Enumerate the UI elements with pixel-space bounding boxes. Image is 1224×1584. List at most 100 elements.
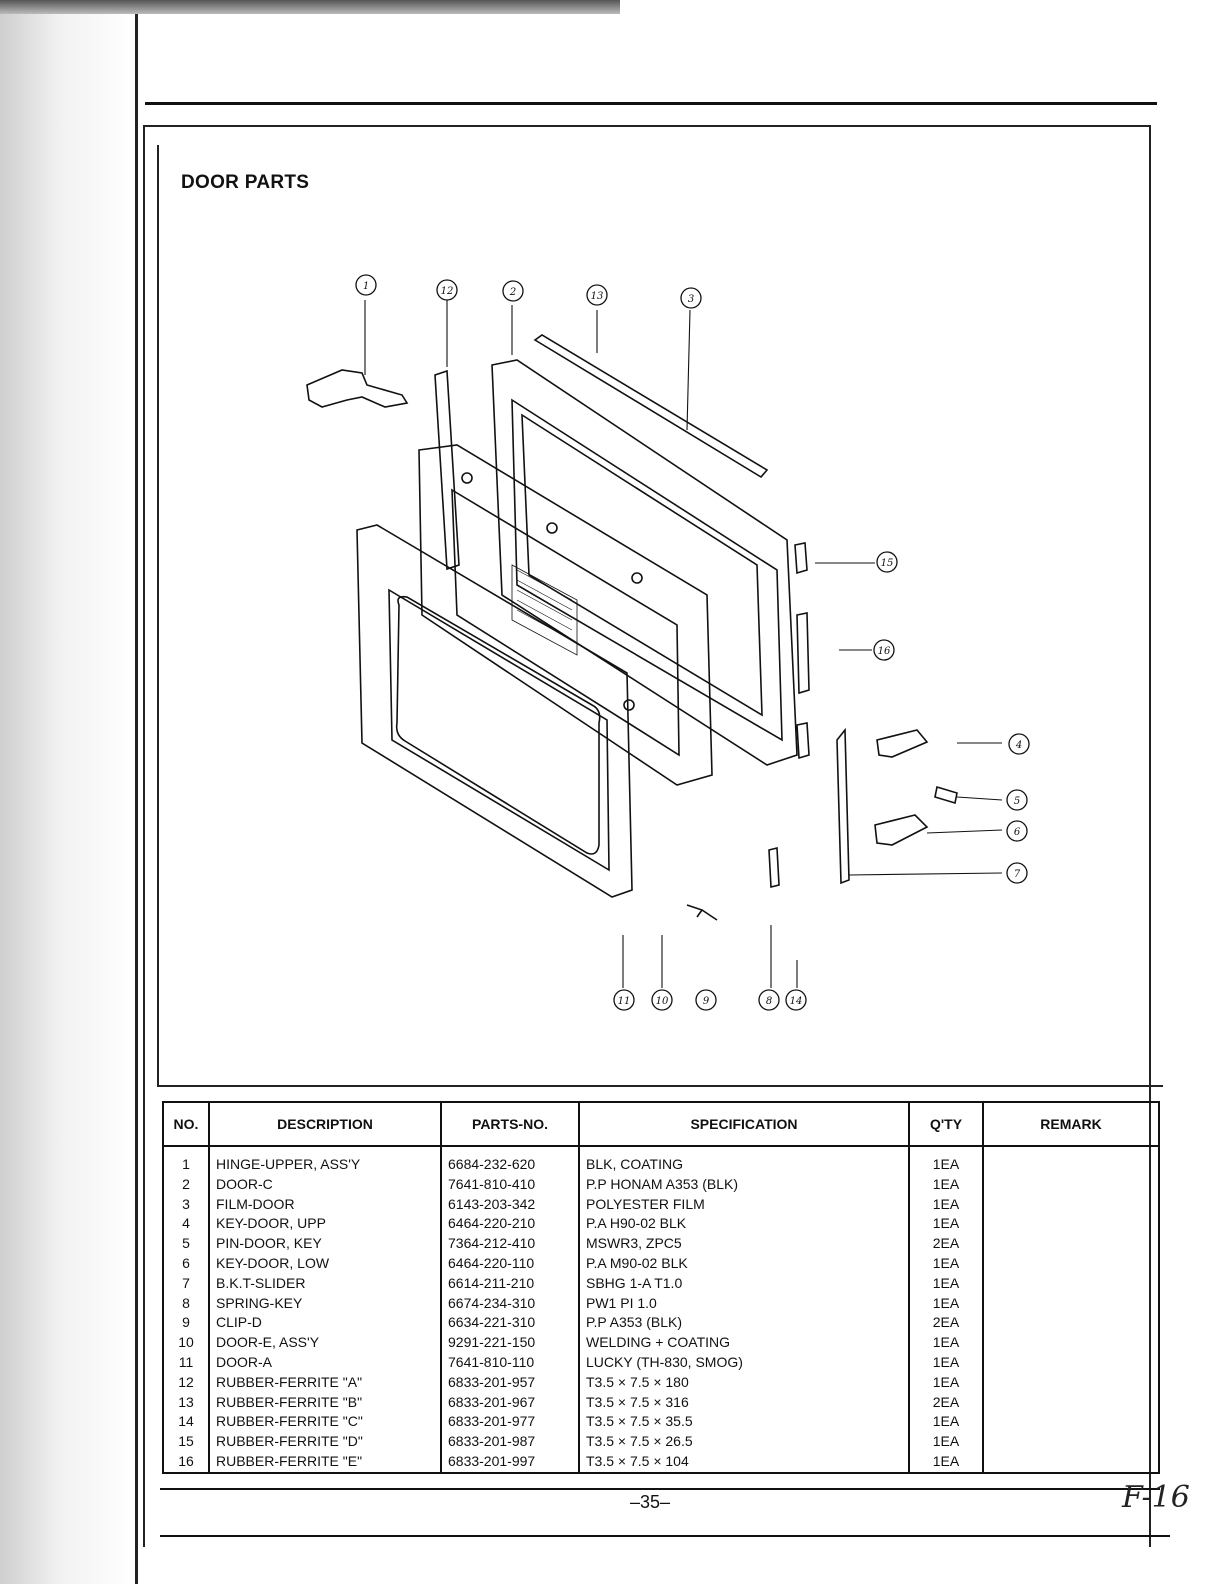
row-description: KEY-DOOR, LOW — [216, 1254, 330, 1271]
callout-15: 15 — [876, 551, 898, 573]
row-no: 14 — [178, 1413, 194, 1430]
row-qty: 1EA — [932, 1274, 960, 1291]
row-specification: WELDING + COATING — [586, 1334, 731, 1351]
row-qty: 1EA — [932, 1156, 960, 1172]
table-header-row: NO. DESCRIPTION PARTS-NO. SPECIFICATION … — [162, 1101, 1160, 1147]
row-specification: T3.5 × 7.5 × 104 — [586, 1452, 689, 1469]
key-door-upper-part — [876, 729, 929, 758]
row-specification: P.A H90-02 BLK — [586, 1215, 687, 1232]
svg-text:12: 12 — [441, 286, 454, 297]
row-description: PIN-DOOR, KEY — [216, 1235, 322, 1252]
hinge-upper-part — [306, 369, 409, 408]
row-description: RUBBER-FERRITE "E" — [216, 1452, 363, 1469]
parts-table: NO. DESCRIPTION PARTS-NO. SPECIFICATION … — [162, 1101, 1160, 1474]
row-parts-no: 6833-201-997 — [448, 1452, 536, 1469]
callout-14: 14 — [785, 989, 807, 1011]
callout-11: 11 — [613, 989, 635, 1011]
row-no: 9 — [182, 1314, 190, 1331]
callout-16: 16 — [873, 639, 895, 661]
svg-text:2: 2 — [509, 287, 516, 298]
row-parts-no: 6833-201-977 — [448, 1413, 536, 1430]
callout-9: 9 — [695, 989, 717, 1011]
row-no: 8 — [182, 1294, 190, 1311]
footer-rule — [160, 1488, 1160, 1490]
row-qty: 1EA — [932, 1452, 960, 1469]
svg-text:8: 8 — [766, 996, 772, 1007]
page-frame — [143, 125, 1151, 1547]
row-description: DOOR-E, ASS'Y — [216, 1334, 320, 1351]
svg-text:3: 3 — [688, 294, 694, 305]
row-parts-no: 6614-211-210 — [448, 1274, 535, 1291]
header-description: DESCRIPTION — [208, 1101, 442, 1147]
rubber-ferrite-a-part — [434, 369, 460, 571]
row-no: 12 — [178, 1373, 194, 1390]
row-specification: P.A M90-02 BLK — [586, 1254, 688, 1271]
svg-text:9: 9 — [703, 996, 710, 1007]
row-no: 5 — [182, 1235, 190, 1252]
svg-text:5: 5 — [1014, 796, 1020, 807]
header-rule — [145, 102, 1157, 105]
row-specification: T3.5 × 7.5 × 35.5 — [586, 1413, 693, 1430]
row-specification: BLK, COATING — [586, 1156, 683, 1172]
svg-text:11: 11 — [618, 996, 631, 1007]
row-qty: 1EA — [932, 1353, 960, 1370]
row-no: 13 — [178, 1393, 194, 1410]
row-parts-no: 6674-234-310 — [448, 1294, 536, 1311]
section-title: DOOR PARTS — [181, 172, 310, 193]
row-qty: 1EA — [932, 1413, 960, 1430]
row-qty: 2EA — [932, 1314, 960, 1331]
column-remark-cell — [982, 1146, 1160, 1473]
svg-text:13: 13 — [591, 291, 604, 302]
row-specification: MSWR3, ZPC5 — [586, 1235, 682, 1252]
row-no: 1 — [182, 1156, 190, 1172]
key-door-lower-part — [874, 814, 929, 846]
row-qty: 1EA — [932, 1195, 960, 1212]
row-qty: 1EA — [932, 1433, 960, 1450]
row-parts-no: 7641-810-110 — [448, 1353, 535, 1370]
callout-5: 5 — [1006, 789, 1028, 811]
svg-text:6: 6 — [1014, 827, 1021, 838]
row-description: SPRING-KEY — [216, 1294, 303, 1311]
bkt-slider-part — [836, 727, 850, 885]
row-parts-no: 7641-810-410 — [448, 1175, 536, 1192]
rubber-ferrite-d-part — [794, 542, 808, 575]
callout-2: 2 — [502, 280, 524, 302]
film-door-part — [521, 413, 763, 717]
row-specification: SBHG 1-A T1.0 — [586, 1274, 683, 1291]
row-qty: 1EA — [932, 1215, 960, 1232]
callout-4: 4 — [1008, 733, 1030, 755]
header-no: NO. — [162, 1101, 210, 1147]
row-specification: PW1 PI 1.0 — [586, 1294, 657, 1311]
row-qty: 1EA — [932, 1254, 960, 1271]
row-parts-no: 6634-221-310 — [448, 1314, 536, 1331]
row-description: KEY-DOOR, UPP — [216, 1215, 326, 1232]
header-specification: SPECIFICATION — [578, 1101, 910, 1147]
row-parts-no: 7364-212-410 — [448, 1235, 536, 1252]
callout-1: 1 — [355, 274, 377, 296]
rubber-ferrite-e-part — [796, 612, 810, 695]
row-no: 11 — [178, 1353, 194, 1370]
row-description: DOOR-A — [216, 1353, 272, 1370]
row-parts-no: 9291-221-150 — [448, 1334, 536, 1351]
callout-8: 8 — [758, 989, 780, 1011]
svg-text:1: 1 — [363, 281, 369, 292]
row-specification: P.P A353 (BLK) — [586, 1314, 682, 1331]
door-a-part — [356, 524, 633, 898]
svg-text:16: 16 — [878, 646, 891, 657]
svg-text:10: 10 — [656, 996, 669, 1007]
row-specification: T3.5 × 7.5 × 26.5 — [586, 1433, 693, 1450]
door-e-part — [418, 444, 713, 786]
callout-6: 6 — [1006, 820, 1028, 842]
callout-13: 13 — [586, 284, 608, 306]
row-specification: T3.5 × 7.5 × 316 — [586, 1393, 689, 1410]
row-qty: 1EA — [932, 1373, 960, 1390]
row-qty: 2EA — [932, 1393, 960, 1410]
row-description: CLIP-D — [216, 1314, 262, 1331]
header-remark: REMARK — [982, 1101, 1160, 1147]
row-no: 10 — [178, 1334, 194, 1351]
row-parts-no: 6143-203-342 — [448, 1195, 536, 1212]
